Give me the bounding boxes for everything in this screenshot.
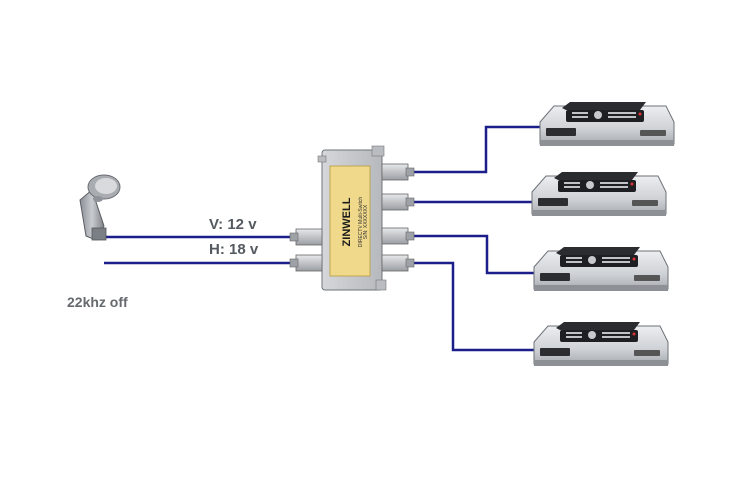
receiver-4-icon — [533, 321, 669, 367]
lnb-icon — [79, 174, 121, 241]
vertical-voltage-label: V: 12 v — [209, 216, 257, 233]
input-port-v — [289, 228, 323, 246]
output-port-4 — [381, 254, 415, 272]
cable-out-4 — [410, 261, 543, 352]
horizontal-voltage-label: H: 18 v — [209, 241, 259, 258]
tone-label: 22khz off — [67, 294, 128, 310]
multiswitch-model: DIRECTV Multi-Switch — [358, 197, 364, 248]
multiswitch-icon: ZINWELL DIRECTV Multi-Switch S/N: XXXXXX… — [289, 145, 415, 291]
cable-group — [104, 125, 544, 352]
cable-out-1 — [410, 125, 544, 174]
output-port-2 — [381, 193, 415, 211]
output-port-3 — [381, 227, 415, 245]
cable-out-3 — [410, 234, 543, 275]
output-port-1 — [381, 163, 415, 181]
input-port-h — [289, 254, 323, 272]
receiver-2-icon — [531, 171, 667, 217]
multiswitch-serial: S/N: XXXXXXX — [363, 204, 369, 239]
multiswitch-brand: ZINWELL — [341, 197, 353, 246]
receiver-1-icon — [539, 101, 675, 147]
receiver-3-icon — [533, 246, 669, 292]
